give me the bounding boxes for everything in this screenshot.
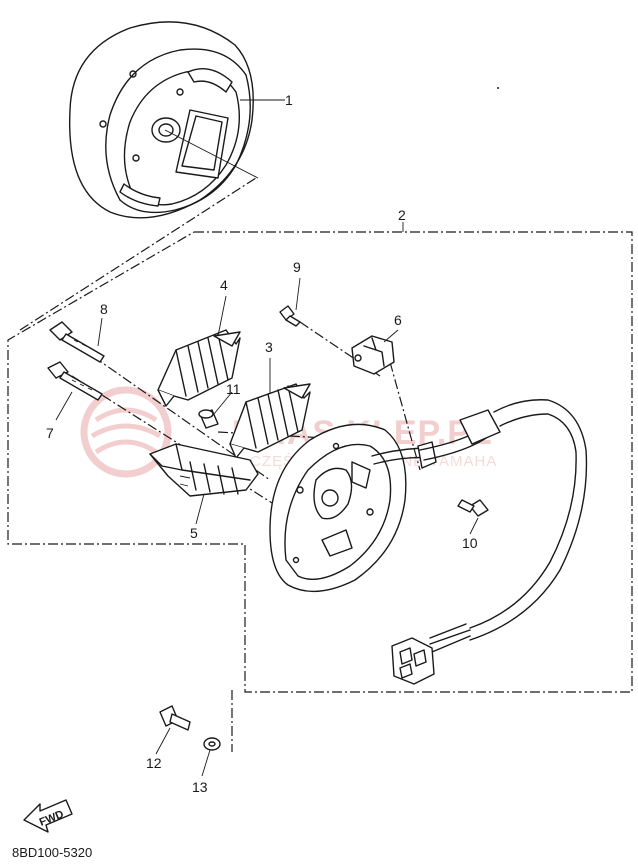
callout-3: 3 xyxy=(265,339,273,355)
callout-1: 1 xyxy=(285,92,293,108)
part-clamp xyxy=(351,335,395,375)
part-screw-10 xyxy=(457,499,489,517)
callout-leaders xyxy=(55,99,479,777)
callout-11: 11 xyxy=(226,381,241,397)
callout-labels: 1 2 3 4 5 6 7 8 9 10 11 12 13 xyxy=(46,92,478,795)
callout-4: 4 xyxy=(220,277,228,293)
part-stator-plate xyxy=(269,423,433,593)
callout-10: 10 xyxy=(462,535,478,551)
callout-6: 6 xyxy=(394,312,402,328)
callout-9: 9 xyxy=(293,259,301,275)
part-pickup-coil xyxy=(149,443,259,497)
fwd-arrow-icon: FWD xyxy=(23,799,73,833)
part-collar xyxy=(198,409,219,429)
callout-5: 5 xyxy=(190,525,198,541)
drawing-code: 8BD100-5320 xyxy=(12,845,92,860)
callout-7: 7 xyxy=(46,425,54,441)
watermark-logo xyxy=(80,386,172,478)
part-rotor xyxy=(68,21,285,219)
callout-13: 13 xyxy=(192,779,208,795)
part-washer-13 xyxy=(203,737,221,751)
part-wire-harness xyxy=(391,399,588,685)
part-bolt-12 xyxy=(159,705,191,731)
callout-12: 12 xyxy=(146,755,162,771)
assembly-boundary xyxy=(7,231,633,693)
callout-8: 8 xyxy=(100,301,108,317)
part-coil-4 xyxy=(157,329,241,407)
part-screw-small xyxy=(279,305,301,327)
part-bolt-long-upper xyxy=(49,321,105,363)
callout-2: 2 xyxy=(398,207,406,223)
part-bolt-long-lower xyxy=(47,361,103,401)
